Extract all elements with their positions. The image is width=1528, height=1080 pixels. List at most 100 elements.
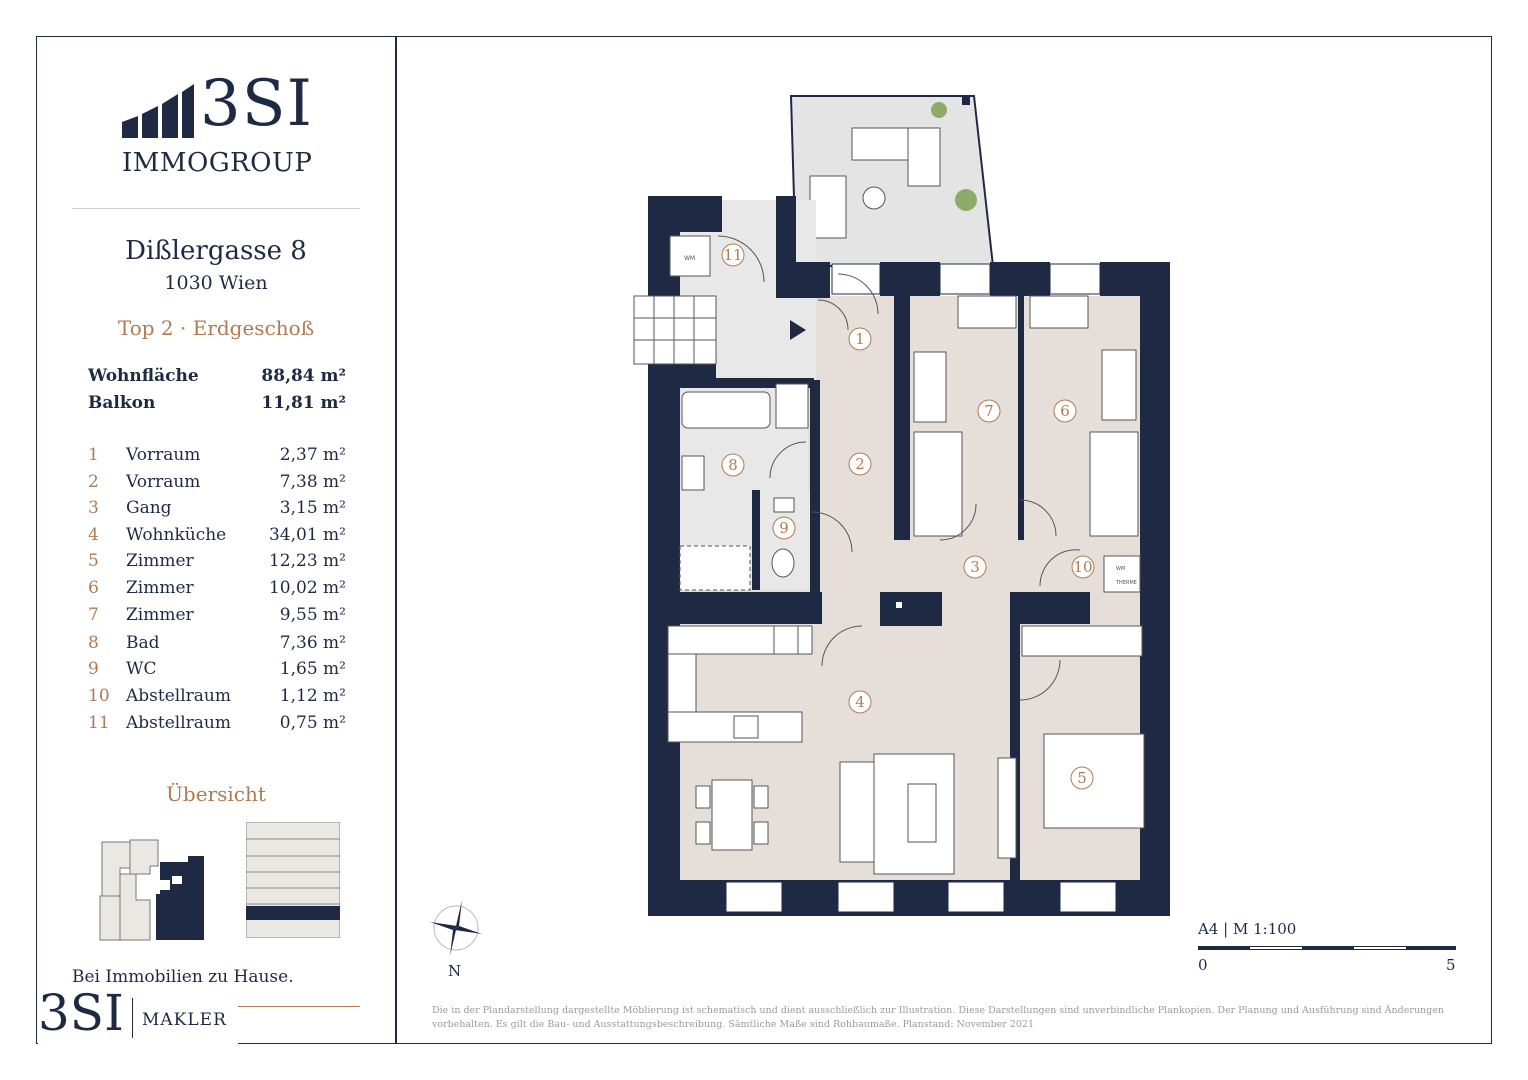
washer [669, 235, 711, 277]
room-area: 1,65 m² [279, 659, 346, 679]
room-area: 34,01 m² [268, 525, 346, 545]
room-name: Vorraum [126, 445, 201, 465]
room-marker-9: 9 [779, 519, 789, 537]
sofa [851, 127, 911, 161]
scale-label: A4 | M 1:100 [1198, 920, 1297, 938]
wc-sink [773, 497, 795, 513]
plant-icon [931, 102, 947, 118]
sofa-corner [907, 127, 941, 187]
coffee-table [907, 783, 937, 843]
room-number: 2 [88, 472, 99, 492]
room-area: 0,75 m² [279, 713, 346, 733]
post [962, 97, 970, 105]
room-name: Vorraum [126, 472, 201, 492]
room-area: 12,23 m² [268, 551, 346, 571]
room-area: 9,55 m² [279, 605, 346, 625]
bed-room-7 [913, 431, 963, 537]
washer-label: WM [684, 255, 695, 262]
room-markers: 11 1 2 3 4 5 6 7 8 9 10 [721, 243, 1095, 790]
north-arrow-icon: N [430, 900, 482, 980]
room-number: 4 [88, 525, 99, 545]
fridge [773, 625, 799, 655]
sink [681, 455, 705, 491]
round-table [862, 186, 886, 210]
chair [695, 821, 711, 845]
tv-board [997, 757, 1017, 859]
room-row: 5 Zimmer 12,23 m² [88, 551, 346, 573]
brand-logo: 3SI IMMOGROUP [122, 72, 322, 178]
room-number: 11 [88, 713, 110, 733]
address-city: 1030 Wien [164, 272, 268, 294]
room-row: 2 Vorraum 7,38 m² [88, 472, 346, 494]
room-number: 8 [88, 633, 99, 653]
bed-room-6 [1089, 431, 1139, 537]
bathtub [681, 391, 771, 429]
room-marker-7: 7 [984, 402, 994, 420]
room-area: 1,12 m² [279, 686, 346, 706]
area-row-balkon: Balkon 11,81 m² [88, 393, 346, 413]
bed-room-5 [1043, 733, 1145, 829]
room-number: 9 [88, 659, 99, 679]
room-row: 7 Zimmer 9,55 m² [88, 605, 346, 627]
room-row: 11 Abstellraum 0,75 m² [88, 713, 346, 735]
disclaimer: Die in der Plandarstellung dargestellte … [432, 1005, 1444, 1030]
logo-word: 3SI [200, 67, 313, 141]
room-number: 10 [88, 686, 110, 706]
room-name: Zimmer [126, 551, 194, 571]
room-row: 9 WC 1,65 m² [88, 659, 346, 681]
chair [753, 785, 769, 809]
wm-label: WM [1116, 566, 1125, 572]
room-marker-4: 4 [855, 693, 865, 711]
logo-subtitle: IMMOGROUP [122, 148, 313, 178]
room-name: WC [126, 659, 157, 679]
room-name: Abstellraum [126, 713, 231, 733]
room-area: 3,15 m² [279, 498, 346, 518]
desk [913, 351, 947, 423]
room-area: 10,02 m² [268, 578, 346, 598]
room-marker-3: 3 [970, 558, 980, 576]
room-row: 4 Wohnküche 34,01 m² [88, 525, 346, 547]
windows [725, 263, 1117, 913]
room-name: Wohnküche [126, 525, 227, 545]
room-area: 2,37 m² [279, 445, 346, 465]
scale-start: 0 [1198, 956, 1208, 974]
logo-bars-icon [122, 84, 194, 138]
unit-label: Top 2 · Erdgeschoß [117, 316, 315, 340]
overview-title: Übersicht [166, 782, 266, 806]
shower [679, 545, 751, 591]
scale-segment [1354, 947, 1406, 949]
room-name: Zimmer [126, 605, 194, 625]
room-number: 1 [88, 445, 99, 465]
area-label: Wohnfläche [88, 366, 199, 386]
room-marker-5: 5 [1077, 769, 1087, 787]
area-value: 11,81 m² [261, 393, 346, 413]
room-number: 7 [88, 605, 99, 625]
footer-divider [232, 1006, 360, 1007]
room-name: Bad [126, 633, 160, 653]
boiler [1103, 555, 1141, 593]
page-frame [36, 36, 1492, 1044]
therme-label: THERME [1115, 580, 1137, 586]
room-area: 7,38 m² [279, 472, 346, 492]
door-arcs [717, 235, 1081, 701]
kitchen-counter-side [667, 653, 697, 713]
cooktop-icon [733, 715, 759, 739]
room-number: 5 [88, 551, 99, 571]
makler-logo-sub: MAKLER [142, 1010, 227, 1030]
desk-room-6 [1029, 295, 1089, 329]
header-divider [72, 208, 360, 209]
tagline: Bei Immobilien zu Hause. [72, 967, 294, 987]
room-number: 6 [88, 578, 99, 598]
area-row-wohnflaeche: Wohnfläche 88,84 m² [88, 366, 346, 386]
room-name: Gang [126, 498, 172, 518]
room-marker-1: 1 [855, 330, 865, 348]
entry-arrow-icon [790, 320, 806, 340]
room-row: 1 Vorraum 2,37 m² [88, 445, 346, 467]
room-marker-2: 2 [855, 455, 865, 473]
staircase [633, 295, 717, 365]
scale-bar [1198, 946, 1456, 950]
